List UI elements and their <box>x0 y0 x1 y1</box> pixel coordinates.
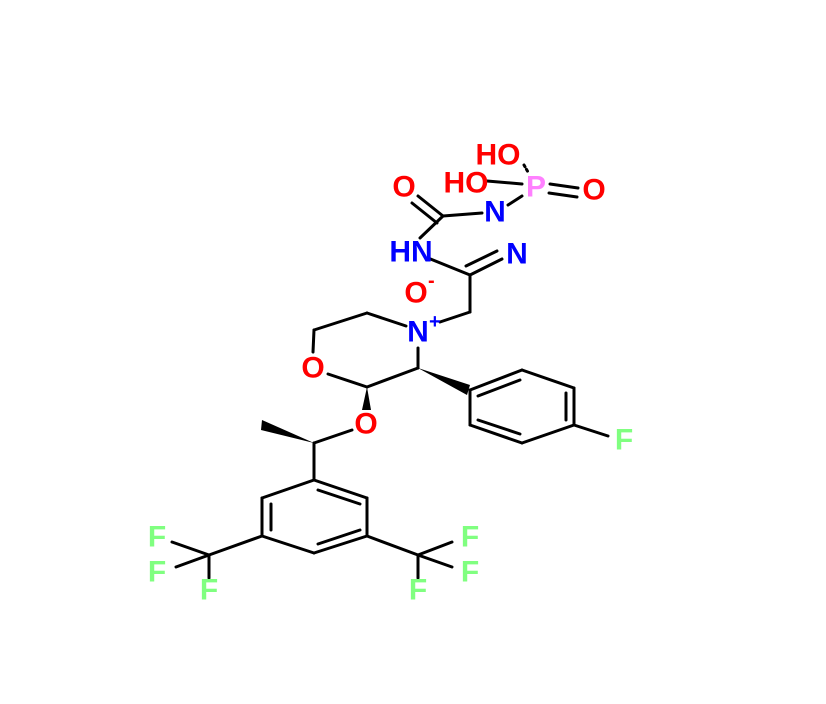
triazole-nitrogen: N <box>506 238 528 271</box>
hydroxyl-2: HO <box>444 167 489 200</box>
atom-labels: O HN N N P O HO HO O - N + O O F F F F F… <box>148 139 633 607</box>
negative-charge: - <box>428 270 435 292</box>
n-oxide-oxygen: O <box>404 277 427 310</box>
positive-charge: + <box>429 311 441 333</box>
fluorine: F <box>148 556 166 589</box>
carbonyl-oxygen: O <box>392 171 415 204</box>
ether-oxygen: O <box>354 408 377 441</box>
fluorine: F <box>148 521 166 554</box>
bonds <box>170 163 610 580</box>
wedge-bond <box>418 368 470 395</box>
phosphoryl-oxygen: O <box>582 174 605 207</box>
morpholine-nitrogen: N <box>407 316 429 349</box>
fluorine: F <box>461 521 479 554</box>
fluorine: F <box>409 574 427 607</box>
wedge-bond <box>261 420 314 443</box>
phosphoryl-nitrogen: N <box>484 196 506 229</box>
hydroxyl-1: HO <box>476 139 521 172</box>
fluorine: F <box>461 556 479 589</box>
nh-label: HN <box>389 236 432 269</box>
fluorine: F <box>200 574 218 607</box>
morpholine-oxygen: O <box>301 352 324 385</box>
para-fluorine: F <box>615 424 633 457</box>
phosphorus: P <box>526 171 546 204</box>
wedge-bond <box>362 387 371 410</box>
